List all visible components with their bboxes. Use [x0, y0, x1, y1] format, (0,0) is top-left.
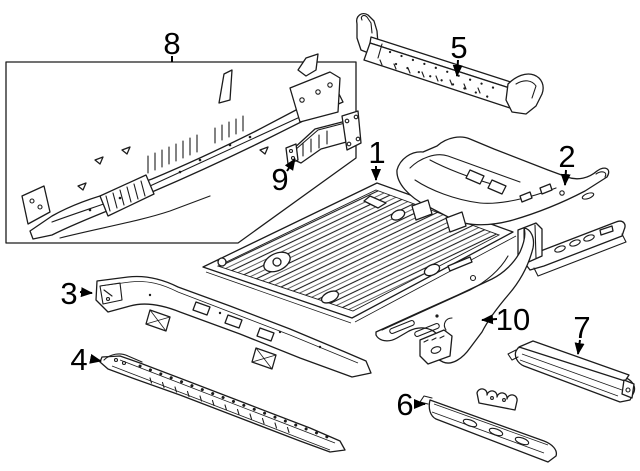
callout-9-leader	[284, 158, 296, 172]
callout-4-leader	[89, 353, 102, 364]
part-3-crossmember-art	[95, 275, 372, 378]
callouts: 1 2 3 4 5 6 7 8 9 10	[60, 26, 590, 422]
part-8-frame-rail-box-art	[5, 53, 357, 244]
callout-6[interactable]: 6	[396, 387, 413, 422]
callout-2[interactable]: 2	[558, 139, 575, 174]
callout-2-leader	[560, 169, 571, 186]
callout-10[interactable]: 10	[496, 302, 530, 337]
callout-5[interactable]: 5	[450, 30, 467, 65]
part-7-sill-section-art	[507, 340, 636, 403]
callout-3-leader	[79, 287, 93, 298]
callout-3[interactable]: 3	[60, 276, 77, 311]
callout-4[interactable]: 4	[70, 342, 87, 377]
part-2-rear-floor-panel-art	[396, 136, 627, 277]
part-6-inner-sill-art	[419, 388, 558, 463]
callout-10-leader	[481, 314, 498, 325]
callout-8[interactable]: 8	[163, 26, 180, 61]
part-4-rocker-panel-art	[99, 353, 346, 453]
callout-5-leader	[452, 59, 463, 77]
part-5-rear-panel-art	[356, 12, 544, 115]
callout-9[interactable]: 9	[271, 162, 288, 197]
part-9-bracket-art	[285, 110, 362, 165]
callout-1[interactable]: 1	[368, 135, 385, 170]
part-10-filler-panel-art	[375, 227, 535, 365]
callout-7-leader	[574, 339, 585, 355]
callout-7[interactable]: 7	[573, 310, 590, 345]
